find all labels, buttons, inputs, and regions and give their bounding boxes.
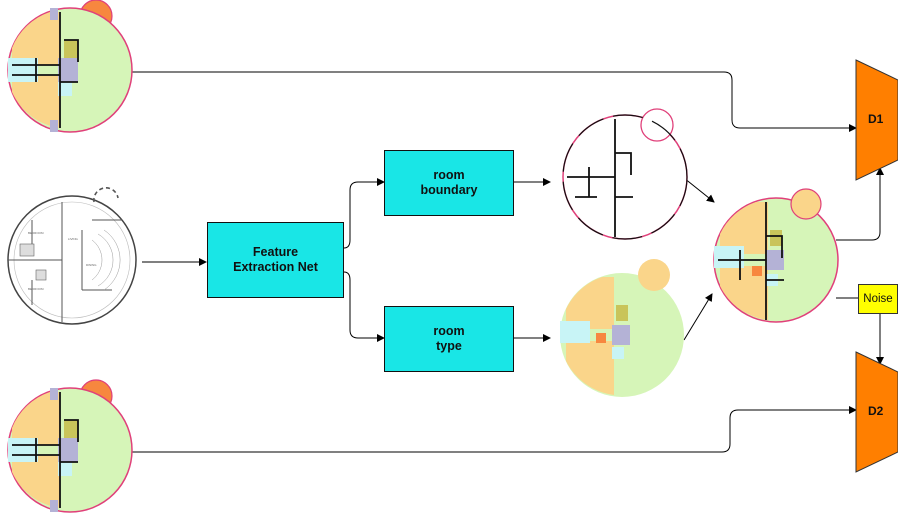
generated-floorplan [713,188,839,323]
feature-extraction-net-box: Feature Extraction Net [207,222,344,298]
input-floorplan-drawing [7,187,137,325]
edge-type-plan-to-generated [683,293,713,341]
feature-line1: Feature [252,245,299,259]
discriminator-d1-label: D1 [868,112,884,126]
edge-real-to-d1 [130,71,857,132]
boundary-floorplan [562,108,688,240]
edge-feature-to-boundary [342,178,385,249]
boundary-line2: boundary [420,183,478,197]
room-type-floorplan [560,259,684,397]
discriminator-d2-label: D2 [868,404,884,418]
edge-generated-to-d1 [836,167,884,241]
room-boundary-box: room boundary [384,150,514,216]
real-floorplan-top [7,0,133,133]
room-type-box: room type [384,306,514,372]
discriminator-d1-shape [855,59,898,181]
edge-feature-to-type [342,271,385,342]
boundary-line1: room [433,168,465,182]
type-line1: room [433,324,465,338]
discriminator-d2-shape [855,351,898,473]
noise-label: Noise [863,293,893,305]
feature-line2: Extraction Net [233,260,318,274]
edge-real-to-d2 [130,406,857,453]
type-line2: type [436,339,462,353]
noise-box: Noise [858,284,898,314]
real-floorplan-bottom [7,379,133,513]
edge-boundary-plan-to-generated [683,177,715,203]
